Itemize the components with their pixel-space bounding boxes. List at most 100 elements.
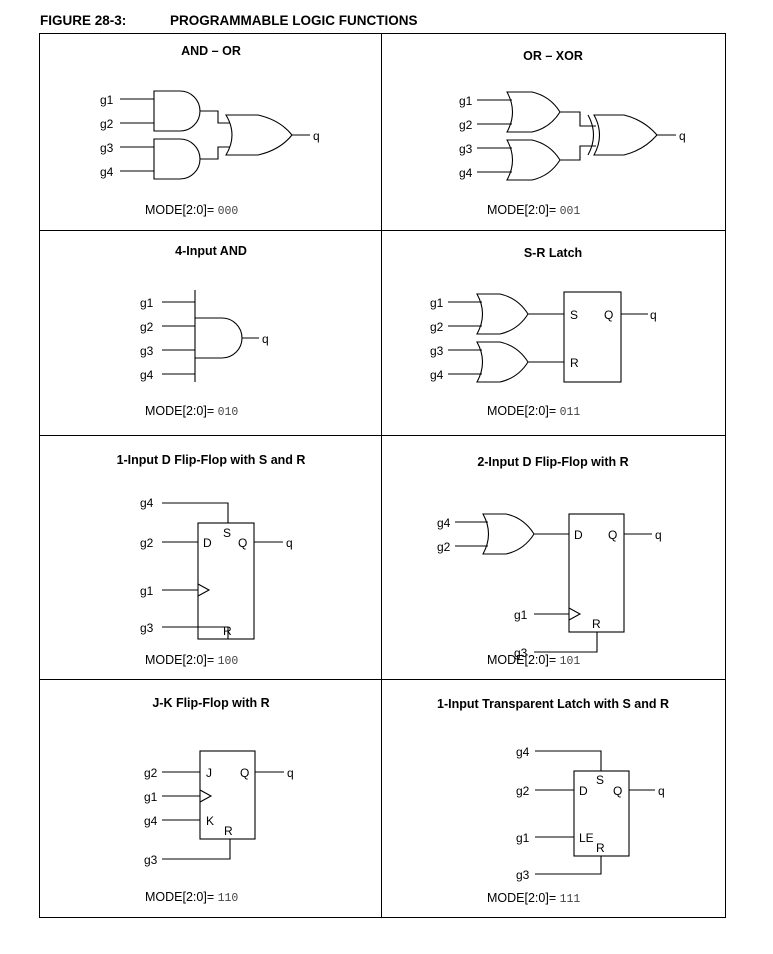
mode-label: MODE[2:0]= 001 — [487, 203, 581, 218]
and-gate — [195, 317, 243, 359]
signal-g4: g4 — [430, 368, 444, 382]
mode-label: MODE[2:0]= 000 — [145, 203, 239, 218]
signal-g1: g1 — [144, 790, 158, 804]
mode-label: MODE[2:0]= 100 — [145, 653, 239, 668]
pin-le: LE — [579, 831, 594, 845]
signal-q: q — [262, 332, 269, 346]
pin-r: R — [596, 841, 605, 855]
or-gate — [225, 114, 293, 156]
signal-g3: g3 — [459, 142, 473, 156]
pin-r: R — [570, 356, 579, 370]
signal-g3: g3 — [144, 853, 158, 867]
cell-title: J-K Flip-Flop with R — [152, 696, 270, 710]
signal-g1: g1 — [100, 93, 114, 107]
signal-g1: g1 — [516, 831, 530, 845]
cell-d-flip-flop-s-r: 1-Input D Flip-Flop with S and R g4 g2 g… — [40, 435, 382, 679]
figure-title: PROGRAMMABLE LOGIC FUNCTIONS — [170, 13, 418, 28]
pin-s: S — [223, 526, 231, 540]
cell-title: 2-Input D Flip-Flop with R — [477, 455, 629, 469]
signal-g4: g4 — [516, 745, 530, 759]
signal-q: q — [286, 536, 293, 550]
or-gate-upper — [506, 91, 561, 133]
mode-label: MODE[2:0]= 111 — [487, 891, 581, 906]
signal-g1: g1 — [459, 94, 473, 108]
row-divider — [40, 230, 725, 231]
signal-g4: g4 — [437, 516, 451, 530]
signal-g4: g4 — [459, 166, 473, 180]
4-input-and-diagram: g1 g2 g3 g4 q — [140, 290, 269, 382]
latch-box — [573, 770, 630, 857]
signal-g3: g3 — [516, 868, 530, 882]
signal-g2: g2 — [430, 320, 444, 334]
signal-g2: g2 — [437, 540, 451, 554]
cell-title: AND – OR — [181, 44, 241, 58]
pin-r: R — [592, 617, 601, 631]
cell-title: 1-Input Transparent Latch with S and R — [437, 697, 669, 711]
signal-g2: g2 — [144, 766, 158, 780]
cell-or-xor: OR – XOR g1 g2 g3 g4 q MODE[2:0]= 001 — [382, 34, 724, 230]
cell-title: 1-Input D Flip-Flop with S and R — [116, 453, 306, 467]
cell-sr-latch: S-R Latch g1 g2 g3 g4 S Q R q MODE[2:0]=… — [382, 230, 724, 435]
mode-label: MODE[2:0]= 101 — [487, 653, 581, 668]
column-divider — [381, 34, 382, 917]
pin-r: R — [223, 624, 232, 638]
flip-flop-box — [197, 522, 255, 640]
cell-title: OR – XOR — [523, 49, 583, 63]
signal-g4: g4 — [140, 368, 154, 382]
and-gate-upper — [153, 90, 201, 132]
or-gate-upper — [476, 293, 529, 335]
or-gate-lower — [476, 341, 529, 383]
signal-g4: g4 — [144, 814, 158, 828]
signal-g1: g1 — [430, 296, 444, 310]
logic-functions-table: AND – OR g1 g2 g3 g4 q MODE[2:0]= 000 OR… — [39, 33, 726, 918]
and-or-diagram: g1 g2 g3 g4 q — [100, 90, 320, 180]
signal-g2: g2 — [516, 784, 530, 798]
figure-label: FIGURE 28-3: — [40, 13, 127, 28]
pin-d: D — [203, 536, 212, 550]
signal-g2: g2 — [140, 320, 154, 334]
xor-gate-back — [587, 114, 595, 156]
cell-title: 4-Input AND — [175, 244, 247, 258]
or-gate — [482, 513, 535, 555]
signal-g3: g3 — [514, 646, 528, 660]
or-xor-diagram: g1 g2 g3 g4 q — [459, 91, 686, 181]
signal-q: q — [658, 784, 665, 798]
signal-g2: g2 — [459, 118, 473, 132]
sr-latch-diagram: g1 g2 g3 g4 S Q R q — [430, 291, 657, 383]
pin-s: S — [570, 308, 578, 322]
cell-transparent-latch: 1-Input Transparent Latch with S and R g… — [382, 679, 724, 919]
or-gate-lower — [506, 139, 561, 181]
signal-g1: g1 — [140, 296, 154, 310]
cell-2-input-d-flip-flop: 2-Input D Flip-Flop with R g4 g2 D Q R g… — [382, 435, 724, 679]
pin-q: Q — [240, 766, 249, 780]
pin-q: Q — [604, 308, 613, 322]
cell-jk-flip-flop: J-K Flip-Flop with R g2 g1 g4 g3 J Q K R… — [40, 679, 382, 919]
signal-q: q — [313, 129, 320, 143]
signal-g1: g1 — [514, 608, 528, 622]
pin-k: K — [206, 814, 214, 828]
pin-j: J — [206, 766, 212, 780]
pin-s: S — [596, 773, 604, 787]
row-divider — [40, 435, 725, 436]
signal-g3: g3 — [140, 344, 154, 358]
pin-d: D — [574, 528, 583, 542]
pin-q: Q — [608, 528, 617, 542]
jk-flip-flop-diagram: g2 g1 g4 g3 J Q K R q — [144, 750, 294, 867]
d-flip-flop-s-r-diagram: g4 g2 g1 g3 S D Q R q — [140, 496, 293, 640]
pin-r: R — [224, 824, 233, 838]
latch-box — [563, 291, 622, 383]
cell-title: S-R Latch — [523, 246, 583, 260]
mode-label: MODE[2:0]= 110 — [145, 890, 239, 905]
transparent-latch-diagram: g4 g2 g1 g3 S D Q LE R q — [516, 745, 665, 882]
signal-g2: g2 — [100, 117, 114, 131]
signal-q: q — [650, 308, 657, 322]
mode-label: MODE[2:0]= 011 — [487, 404, 581, 419]
signal-g3: g3 — [100, 141, 114, 155]
signal-g3: g3 — [430, 344, 444, 358]
mode-label: MODE[2:0]= 010 — [145, 404, 239, 419]
signal-q: q — [287, 766, 294, 780]
flip-flop-box — [199, 750, 256, 840]
signal-q: q — [655, 528, 662, 542]
signal-g3: g3 — [140, 621, 154, 635]
signal-g1: g1 — [140, 584, 154, 598]
